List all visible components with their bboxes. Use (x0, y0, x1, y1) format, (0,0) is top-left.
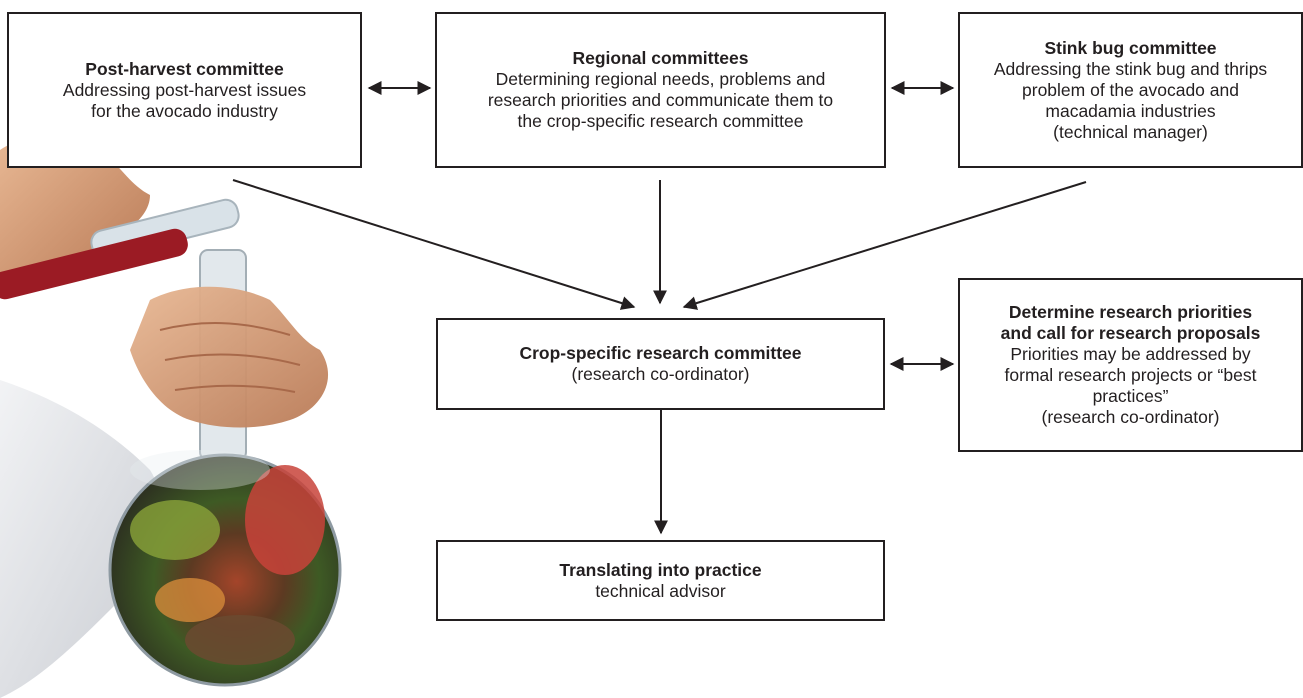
priorities-desc: Priorities may be addressed by formal re… (1004, 344, 1257, 427)
priorities-box: Determine research priorities and call f… (958, 278, 1303, 452)
practice-box: Translating into practice technical advi… (436, 540, 885, 621)
stink-bug-desc: Addressing the stink bug and thrips prob… (993, 58, 1268, 142)
crop-specific-desc: (research co-ordinator) (571, 364, 750, 384)
priorities-title: Determine research priorities and call f… (1000, 302, 1261, 343)
post-harvest-desc: Addressing post-harvest issues for the a… (62, 79, 307, 121)
regional-desc: Determining regional needs, problems and… (487, 69, 834, 131)
practice-desc: technical advisor (595, 580, 726, 601)
post-harvest-title: Post-harvest committee (85, 58, 284, 79)
regional-title: Regional committees (572, 48, 749, 68)
upper-hand (0, 135, 150, 280)
test-tube (0, 198, 240, 300)
lower-hand (130, 286, 329, 428)
stink-bug-box: Stink bug committee Addressing the stink… (958, 12, 1303, 168)
sleeve (0, 380, 160, 698)
stink-bug-title: Stink bug committee (1044, 37, 1217, 58)
hand-holding-flask-with-fruit-icon (0, 135, 342, 698)
crop-specific-title: Crop-specific research committee (519, 343, 802, 363)
crop-specific-box: Crop-specific research committee (resear… (436, 318, 885, 410)
regional-box: Regional committees Determining regional… (435, 12, 886, 168)
arrow-posth-crop (232, 179, 636, 310)
arrow-stinkbug-crop (682, 181, 1087, 310)
post-harvest-box: Post-harvest committee Addressing post-h… (7, 12, 362, 168)
practice-title: Translating into practice (559, 559, 762, 580)
